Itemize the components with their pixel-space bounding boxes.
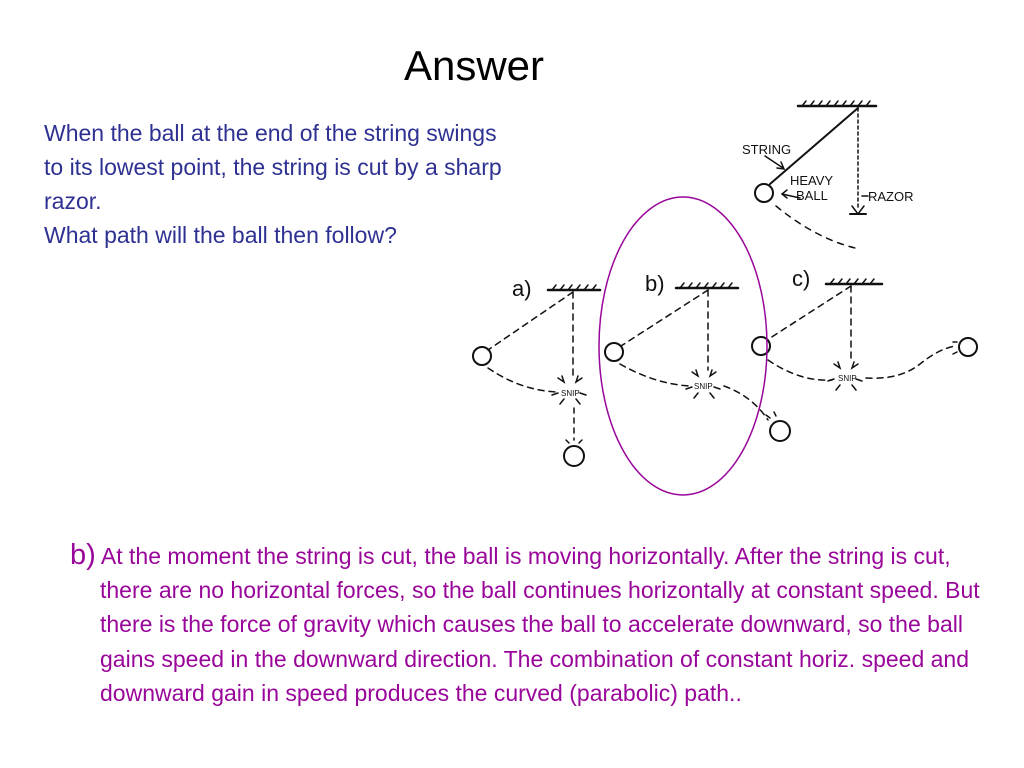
option-b-diagram xyxy=(604,282,791,442)
option-label-a: a) xyxy=(512,276,532,301)
snip-label-b: SNIP xyxy=(694,382,713,391)
question-line: When the ball at the end of the string s… xyxy=(44,120,497,146)
option-a-diagram xyxy=(472,284,602,467)
question-line: razor. xyxy=(44,188,102,214)
answer-text: At the moment the string is cut, the bal… xyxy=(100,543,980,706)
option-label-b: b) xyxy=(645,271,665,296)
slide-title: Answer xyxy=(403,42,545,89)
setup-diagram xyxy=(754,100,878,249)
snip-label-a: SNIP xyxy=(561,389,580,398)
question-text: When the ball at the end of the string s… xyxy=(44,116,624,252)
question-line: to its lowest point, the string is cut b… xyxy=(44,154,502,180)
snip-label-c: SNIP xyxy=(838,374,857,383)
heavy-ball xyxy=(754,183,774,203)
answer-highlight-ellipse xyxy=(598,196,768,496)
answer-letter: b) xyxy=(70,539,96,571)
question-line: What path will the ball then follow? xyxy=(44,222,397,248)
label-ball: BALL xyxy=(796,188,828,203)
option-label-c: c) xyxy=(792,266,810,291)
answer-explanation: b) At the moment the string is cut, the … xyxy=(70,538,1000,710)
string-line xyxy=(769,107,859,185)
label-heavy: HEAVY xyxy=(790,173,833,188)
option-c-diagram xyxy=(751,278,978,391)
label-string: STRING xyxy=(742,142,791,157)
label-razor: RAZOR xyxy=(868,189,914,204)
